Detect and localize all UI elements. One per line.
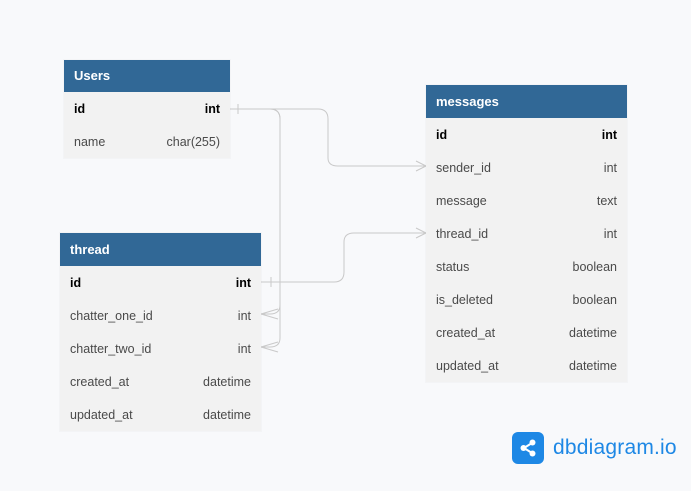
field-row-created-at[interactable]: created_at datetime (60, 365, 261, 398)
field-name: id (74, 101, 86, 116)
table-thread[interactable]: thread id int chatter_one_id int chatter… (60, 233, 261, 431)
field-type: datetime (569, 325, 617, 340)
field-type: int (237, 341, 251, 356)
field-type: char(255) (166, 134, 221, 149)
field-type: text (596, 193, 617, 208)
field-type: int (237, 308, 251, 323)
brand-text: dbdiagram.io (553, 436, 677, 459)
field-name: status (436, 259, 470, 274)
field-row-id[interactable]: id int (64, 92, 230, 125)
field-name: thread_id (436, 226, 489, 241)
crowfoot-chatter-two (260, 341, 279, 353)
field-name: message (436, 193, 487, 208)
field-row-chatter-one-id[interactable]: chatter_one_id int (60, 299, 261, 332)
field-type: datetime (203, 407, 251, 422)
field-name: name (74, 134, 106, 149)
field-type: datetime (203, 374, 251, 389)
field-type: boolean (572, 292, 618, 307)
dbdiagram-brand[interactable]: dbdiagram.io (512, 432, 677, 464)
field-type: int (235, 275, 251, 290)
field-type: datetime (569, 358, 617, 373)
field-type: boolean (572, 259, 618, 274)
field-name: id (70, 275, 82, 290)
field-type: int (601, 127, 617, 142)
field-row-chatter-two-id[interactable]: chatter_two_id int (60, 332, 261, 365)
field-row-updated-at[interactable]: updated_at datetime (60, 398, 261, 431)
field-row-thread-id[interactable]: thread_id int (426, 217, 627, 250)
table-header[interactable]: thread (60, 233, 261, 266)
field-row-sender-id[interactable]: sender_id int (426, 151, 627, 184)
field-name: updated_at (70, 407, 133, 422)
link-users-thread-chatter-two (230, 108, 281, 348)
table-messages[interactable]: messages id int sender_id int message te… (426, 85, 627, 382)
table-header[interactable]: Users (64, 60, 230, 92)
field-type: int (204, 101, 220, 116)
field-name: updated_at (436, 358, 499, 373)
table-header[interactable]: messages (426, 85, 627, 118)
field-name: created_at (436, 325, 496, 340)
crowfoot-chatter-one (260, 308, 279, 320)
field-name: sender_id (436, 160, 491, 175)
field-row-updated-at[interactable]: updated_at datetime (426, 349, 627, 382)
field-name: chatter_one_id (70, 308, 153, 323)
field-name: created_at (70, 374, 130, 389)
field-type: int (603, 160, 617, 175)
link-users-messages-sender (230, 108, 426, 167)
field-name: id (436, 127, 448, 142)
field-row-id[interactable]: id int (60, 266, 261, 299)
field-row-status[interactable]: status boolean (426, 250, 627, 283)
crowfoot-sender (415, 160, 427, 172)
field-row-created-at[interactable]: created_at datetime (426, 316, 627, 349)
field-row-is-deleted[interactable]: is_deleted boolean (426, 283, 627, 316)
field-name: is_deleted (436, 292, 493, 307)
table-users[interactable]: Users id int name char(255) (64, 60, 230, 158)
share-network-icon (512, 432, 544, 464)
field-type: int (603, 226, 617, 241)
field-row-id[interactable]: id int (426, 118, 627, 151)
link-thread-messages (261, 232, 426, 283)
field-name: chatter_two_id (70, 341, 152, 356)
field-row-message[interactable]: message text (426, 184, 627, 217)
crowfoot-thread-id (415, 227, 427, 239)
field-row-name[interactable]: name char(255) (64, 125, 230, 158)
